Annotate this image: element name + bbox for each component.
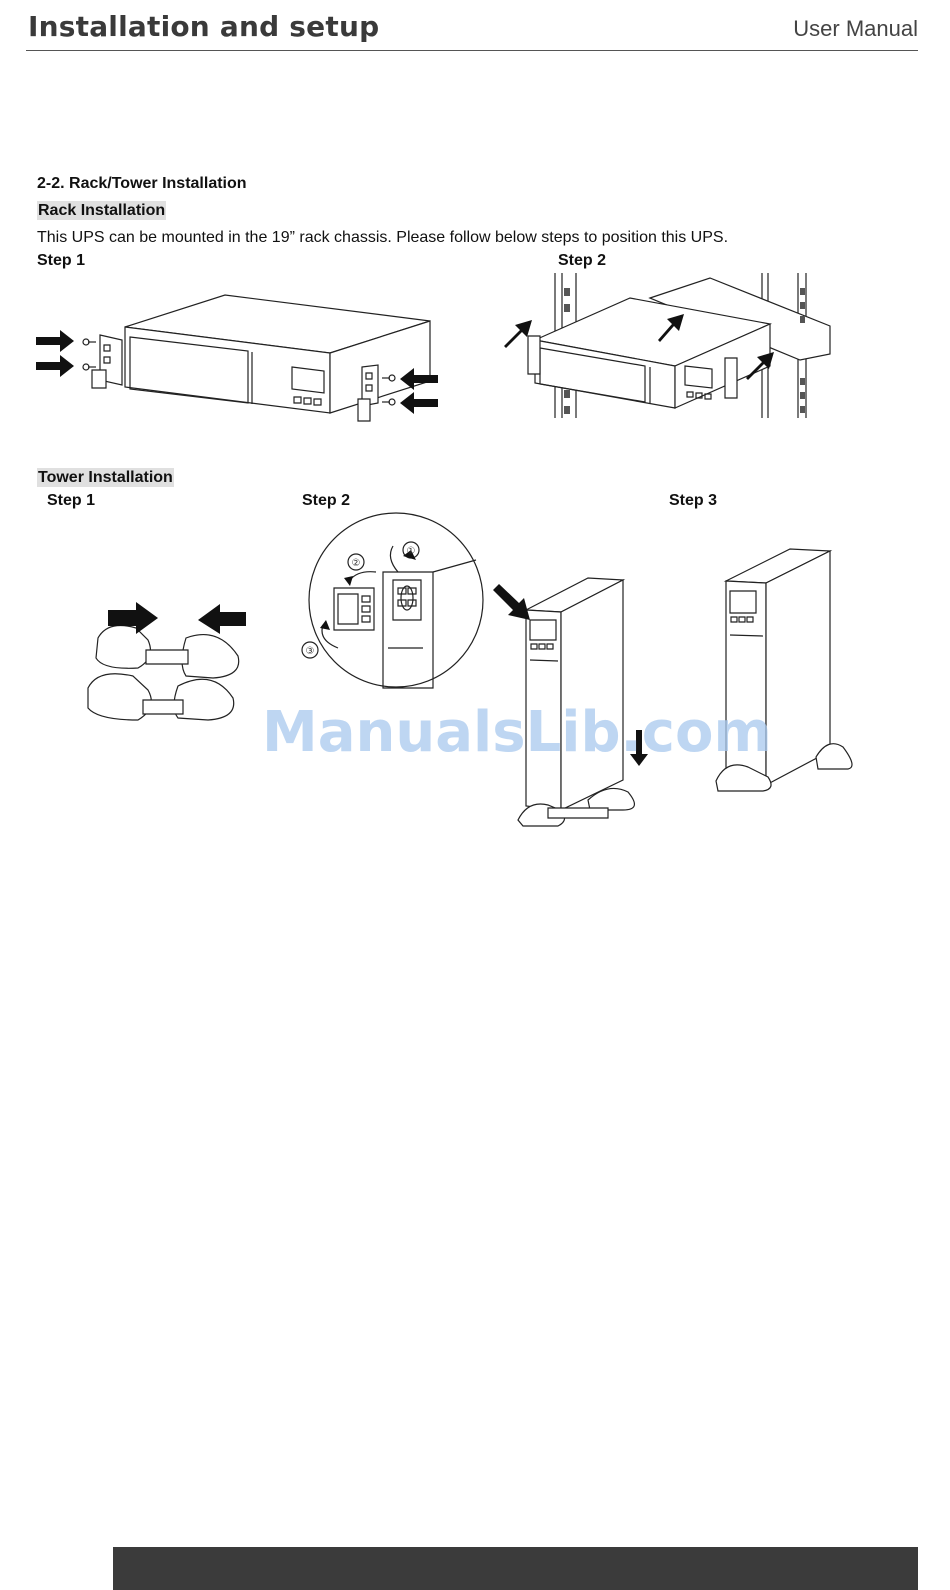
rack-step-1-illustration xyxy=(30,285,450,430)
section-heading: 2-2. Rack/Tower Installation xyxy=(37,174,247,194)
footer-bar xyxy=(113,1547,918,1590)
manualslib-watermark: ManualsLib.com xyxy=(262,700,772,765)
tower-step-1-label: Step 1 xyxy=(47,491,95,511)
tower-step-2-illustration: ① ② ③ xyxy=(298,510,658,830)
page-header-title: Installation and setup xyxy=(28,10,379,43)
tower-step-3-label: Step 3 xyxy=(669,491,717,511)
tower-step-2-label: Step 2 xyxy=(302,491,350,511)
page-header-manual-label: User Manual xyxy=(793,16,918,42)
rack-intro-text: This UPS can be mounted in the 19” rack … xyxy=(37,228,728,248)
rack-step-2-illustration xyxy=(500,268,840,423)
callout-3: ③ xyxy=(306,646,315,657)
callout-2: ② xyxy=(352,558,361,569)
tower-installation-heading: Tower Installation xyxy=(37,468,174,488)
rack-installation-label: Rack Installation xyxy=(37,201,166,220)
rack-step-1-label: Step 1 xyxy=(37,251,85,271)
tower-step-1-illustration xyxy=(78,598,253,743)
callout-1: ① xyxy=(407,546,416,557)
rack-installation-heading: Rack Installation xyxy=(37,201,166,221)
tower-installation-label: Tower Installation xyxy=(37,468,174,487)
header-divider xyxy=(26,50,918,51)
